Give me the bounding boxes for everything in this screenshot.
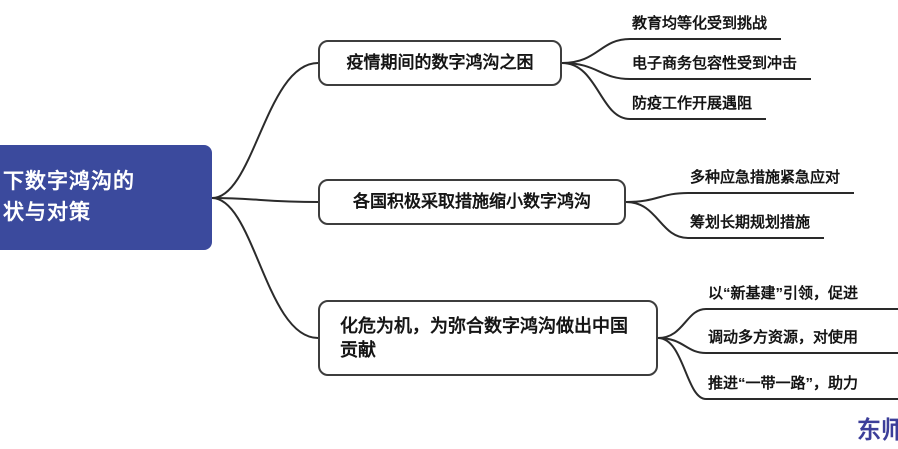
branch-node-china-contribution: 化危为机，为弥合数字鸿沟做出中国 贡献 (318, 300, 658, 376)
edge-branch2-leaf1 (625, 192, 689, 203)
branch-node-label-line1: 化危为机，为弥合数字鸿沟做出中国 (340, 316, 628, 336)
edge-branch3-leaf1 (657, 308, 707, 339)
leaf-node-belt-and-road: 推进“一带一路”，助力 (706, 373, 898, 400)
edge-root-branch1 (211, 62, 319, 199)
edge-branch1-leaf2 (561, 62, 631, 80)
branch-node-label: 疫情期间的数字鸿沟之困 (346, 53, 534, 72)
leaf-node-emergency-measures: 多种应急措施紧急应对 (688, 167, 855, 194)
leaf-node-longterm-planning: 筹划长期规划措施 (688, 212, 825, 239)
leaf-node-new-infrastructure: 以“新基建”引领，促进 (706, 283, 898, 310)
edge-root-branch3 (211, 197, 319, 339)
edge-branch1-leaf1 (561, 38, 631, 64)
branch-node-country-measures: 各国积极采取措施缩小数字鸿沟 (318, 179, 626, 225)
edge-root-branch2 (211, 197, 319, 203)
watermark-text: 东师 (857, 417, 898, 444)
root-topic-line2: 状与对策 (3, 201, 91, 224)
branch-node-pandemic-divide: 疫情期间的数字鸿沟之困 (318, 40, 562, 86)
leaf-node-ecommerce-inclusion: 电子商务包容性受到冲击 (630, 53, 812, 80)
edge-branch2-leaf2 (625, 201, 689, 239)
leaf-node-epidemic-prevention: 防疫工作开展遇阻 (630, 93, 767, 120)
leaf-node-education-equality: 教育均等化受到挑战 (630, 13, 782, 40)
root-topic-node: 下数字鸿沟的 状与对策 (0, 145, 212, 250)
edge-branch1-leaf3 (561, 62, 631, 120)
branch-node-label-line2: 贡献 (340, 340, 376, 360)
branch-node-label: 各国积极采取措施缩小数字鸿沟 (353, 192, 591, 211)
leaf-node-mobilize-resources: 调动多方资源，对使用 (706, 327, 898, 354)
edge-branch3-leaf3 (657, 337, 707, 400)
root-topic-line1: 下数字鸿沟的 (3, 170, 135, 193)
